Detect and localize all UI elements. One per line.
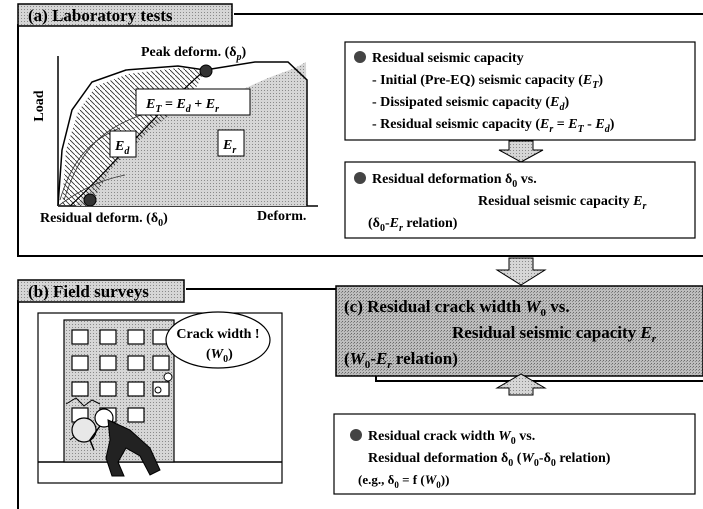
residual-deformation-label: Residual deform. (δ0) (40, 211, 168, 229)
seismic-capacity-line: Residual seismic capacity Er (478, 194, 647, 212)
bullet-icon (350, 429, 362, 441)
ed-label: Ed (114, 139, 130, 157)
bullet-icon (354, 51, 366, 63)
loop-line-3 (57, 174, 126, 207)
initial-capacity-line: - Initial (Pre-EQ) seismic capacity (ET) (372, 73, 603, 91)
deformation-capacity-box: Residual deformation δ0 vs. Residual sei… (344, 161, 696, 239)
y-axis-label: Load (32, 90, 47, 121)
dissipated-capacity-line: - Dissipated seismic capacity (Ed) (372, 95, 569, 113)
deformation-relation-line: Residual deformation δ0 (W0-δ0 relation) (368, 451, 611, 469)
x-axis-label: Deform. (257, 209, 306, 224)
section-c-line3: (W0-Er relation) (344, 349, 458, 371)
residual-capacity-box: Residual seismic capacity - Initial (Pre… (344, 41, 696, 141)
bubble-dot (163, 372, 173, 382)
arrow-up-icon (495, 373, 547, 396)
residual-deformation-marker (83, 193, 97, 207)
crack-width-line: Residual crack width W0 vs. (368, 429, 535, 447)
crack-deformation-box: Residual crack width W0 vs. Residual def… (333, 413, 696, 495)
example-formula-line: (e.g., δ0 = f (W0)) (358, 472, 449, 490)
load-deformation-graph: Load Deform. Peak deform. (δp) Residual … (32, 45, 318, 229)
er-label-box (217, 129, 245, 157)
bullet-icon (354, 172, 366, 184)
bubble-dot (154, 386, 162, 394)
deformation-vs-line: Residual deformation δ0 vs. (372, 172, 537, 190)
section-a-title-bg (17, 3, 233, 27)
section-a-title: (a) Laboratory tests (28, 6, 173, 25)
ed-label-box (109, 130, 137, 158)
surveyor-icon (71, 408, 161, 477)
arrow-down-icon (495, 257, 547, 286)
section-c-box: (c) Residual crack width W0 vs. Residual… (335, 285, 703, 377)
field-survey-illustration: Crack width ! (W0) (37, 311, 283, 484)
bubble-symbol: (W0) (206, 347, 233, 365)
section-b-title: (b) Field surveys (28, 282, 149, 301)
section-c-line2: Residual seismic capacity Er (452, 323, 657, 345)
peak-deformation-label: Peak deform. (δp) (141, 45, 247, 63)
arrow-down-icon (498, 140, 544, 163)
section-a-frame (17, 13, 703, 257)
residual-capacity-heading: Residual seismic capacity (372, 51, 524, 66)
et-equation: ET = Ed + Er (145, 97, 219, 115)
loop-line-2 (63, 111, 151, 201)
section-b-title-bg (17, 279, 185, 303)
residual-capacity-line: - Residual seismic capacity (Er = ET - E… (372, 117, 615, 135)
peak-deformation-marker (199, 64, 213, 78)
er-label: Er (222, 138, 236, 156)
speech-bubble (165, 311, 271, 369)
envelope-curve (57, 61, 308, 207)
et-equation-box (135, 88, 251, 116)
bubble-text: Crack width ! (176, 327, 259, 342)
relation-line: (δ0-Er relation) (368, 216, 458, 234)
section-c-line1: (c) Residual crack width W0 vs. (344, 297, 570, 319)
